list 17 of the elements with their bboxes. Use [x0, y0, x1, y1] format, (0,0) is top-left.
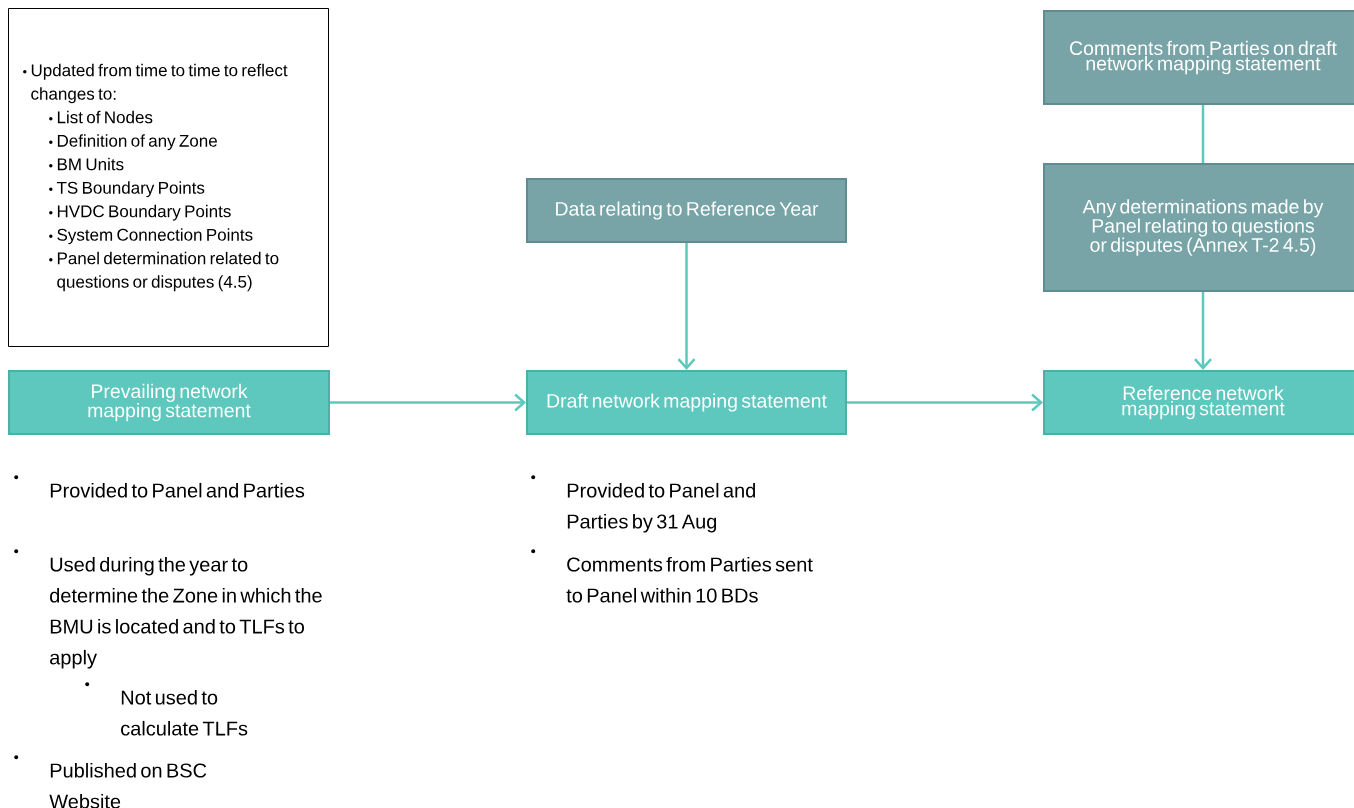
bullet-item: Provided to Panel and Parties by 31 Aug [531, 475, 755, 533]
arrow [847, 393, 1043, 412]
process-box: Reference network mapping statement [1043, 370, 1354, 435]
bullet-item: Not used to calculate TLFs [85, 682, 248, 736]
input-box: Any determinations made by Panel relating to questions or disputes (Annex T-2 4.5) [1043, 163, 1354, 292]
process-box: Draft network mapping statement [526, 370, 847, 435]
input-box: Comments from Parties on draft network mapping statement [1043, 10, 1354, 105]
arrow [677, 243, 696, 370]
note-box: Updated from time to time to reflect changes to: List of Nodes Definition of any Zone BM Units TS Boundary Points HVDC Boundary Points System Connection Points Panel determination related to questions or disputes (4.5) [8, 8, 329, 347]
bullet-item: Comments from Parties sent to Panel within 10 BDs [531, 549, 813, 603]
bullet-item: Provided to Panel and Parties [14, 475, 305, 498]
arrow [1194, 292, 1212, 370]
input-box: Data relating to Reference Year [526, 178, 847, 243]
arrow [330, 393, 526, 412]
bullet-item: Used during the year to determine the Zone in which the BMU is located and to TLFs to apply [14, 549, 322, 669]
process-box: Prevailing network mapping statement [8, 370, 330, 435]
bullet-item: Published on BSC Website [14, 755, 207, 808]
